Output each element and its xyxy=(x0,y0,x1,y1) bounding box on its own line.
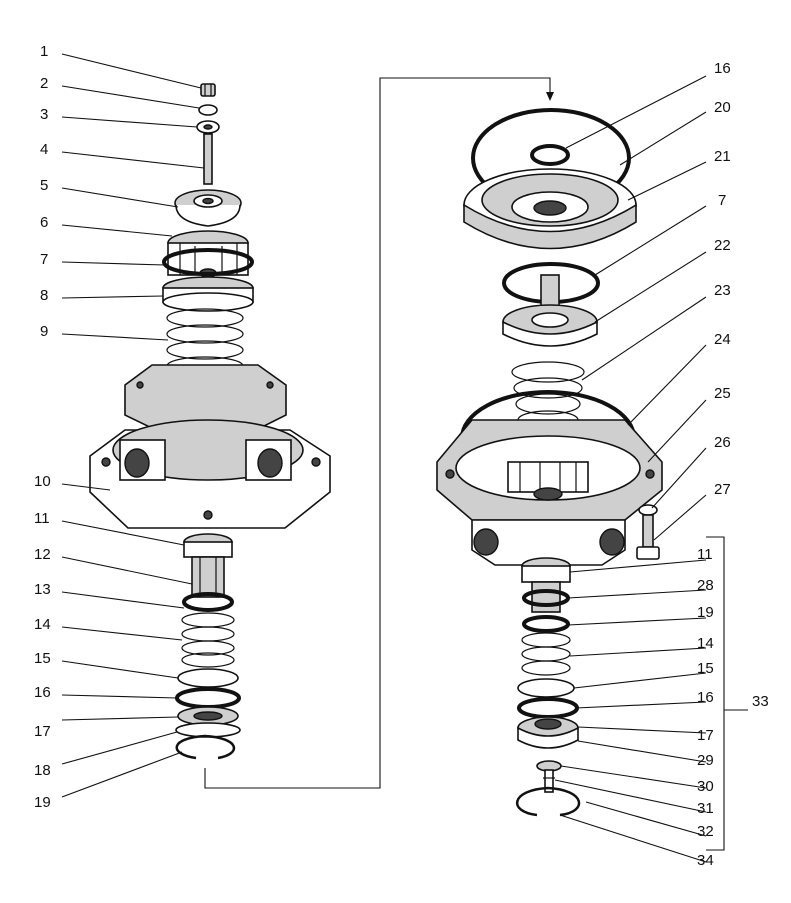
o-ring-part xyxy=(162,248,254,276)
small-o-ring-part xyxy=(530,144,570,166)
callout-label: 16 xyxy=(34,684,51,701)
assembly-connector xyxy=(204,77,554,789)
callout-label: 24 xyxy=(714,331,731,348)
callout-label: 15 xyxy=(34,650,51,667)
callout-label: 30 xyxy=(697,778,714,795)
callout-label: 7 xyxy=(40,251,48,268)
callout-label: 17 xyxy=(697,727,714,744)
valve-housing-part xyxy=(436,419,663,566)
snap-ring-part xyxy=(516,786,581,817)
lower-piston-part xyxy=(183,533,233,598)
callout-label: 28 xyxy=(697,577,714,594)
snap-ring-part xyxy=(175,734,236,760)
gasket-part xyxy=(175,687,241,709)
callout-label: 31 xyxy=(697,800,714,817)
nut-part xyxy=(200,83,216,97)
snap-ring-small-part xyxy=(522,615,570,633)
callout-label: 12 xyxy=(34,546,51,563)
callout-label: 8 xyxy=(40,287,48,304)
callout-label: 3 xyxy=(40,106,48,123)
valve-housing-part xyxy=(89,364,331,529)
callout-label: 19 xyxy=(34,794,51,811)
right-valve-assembly: 16 20 21 7 22 23 24 25 26 27 11 28 19 14… xyxy=(436,60,769,869)
washer-part xyxy=(177,668,239,688)
callout-label: 22 xyxy=(714,237,731,254)
lower-piston-part xyxy=(521,557,571,613)
callout-label: 4 xyxy=(40,141,48,158)
callout-label: 5 xyxy=(40,177,48,194)
callout-label: 9 xyxy=(40,323,48,340)
assembly-bracket xyxy=(706,536,725,851)
callout-label: 11 xyxy=(34,510,50,527)
spacer-ring-part xyxy=(175,722,241,738)
callout-label: 7 xyxy=(718,192,726,209)
callout-label: 11 xyxy=(697,546,713,563)
callout-label: 32 xyxy=(697,823,714,840)
gasket-part xyxy=(517,697,579,719)
callout-label: 19 xyxy=(697,604,714,621)
callout-label: 16 xyxy=(714,60,731,77)
callout-label: 14 xyxy=(697,635,714,652)
callout-label: 26 xyxy=(714,434,731,451)
callout-label: 18 xyxy=(34,762,51,779)
callout-label: 23 xyxy=(714,282,731,299)
left-valve-assembly: 1 2 3 4 5 6 7 8 9 10 11 12 13 14 15 16 1… xyxy=(34,43,331,811)
return-spring-part xyxy=(181,612,235,668)
assembly-callout-label: 33 xyxy=(752,693,769,710)
callout-label: 1 xyxy=(40,43,48,60)
valve-seat-part xyxy=(162,276,254,312)
left-callout-labels: 1 2 3 4 5 6 7 8 9 10 11 12 13 14 15 16 1… xyxy=(34,43,51,811)
callout-label: 15 xyxy=(697,660,714,677)
right-leader-lines xyxy=(554,75,707,863)
callout-label: 27 xyxy=(714,481,731,498)
callout-label: 13 xyxy=(34,581,51,598)
callout-label: 21 xyxy=(714,148,731,165)
valve-seat-part xyxy=(502,304,598,347)
callout-label: 34 xyxy=(697,852,714,869)
callout-label: 25 xyxy=(714,385,731,402)
lock-washer-part xyxy=(198,104,218,116)
rod-part xyxy=(203,133,213,185)
callout-label: 10 xyxy=(34,473,51,490)
callout-label: 2 xyxy=(40,75,48,92)
callout-label: 6 xyxy=(40,214,48,231)
retainer-part xyxy=(177,706,239,726)
callout-label: 17 xyxy=(34,723,51,740)
right-callout-labels: 16 20 21 7 22 23 24 25 26 27 11 28 19 14… xyxy=(697,60,769,869)
bolt-part xyxy=(636,504,660,560)
retainer-part xyxy=(517,716,579,749)
callout-label: 29 xyxy=(697,752,714,769)
callout-label: 16 xyxy=(697,689,714,706)
callout-label: 14 xyxy=(34,616,51,633)
seal-ring-part xyxy=(182,592,234,612)
diaphragm-piston-part xyxy=(463,168,637,250)
cap-part xyxy=(174,189,242,227)
return-spring-part xyxy=(521,632,571,676)
callout-label: 20 xyxy=(714,99,731,116)
left-leader-lines xyxy=(61,53,205,798)
washer-part xyxy=(517,678,575,698)
